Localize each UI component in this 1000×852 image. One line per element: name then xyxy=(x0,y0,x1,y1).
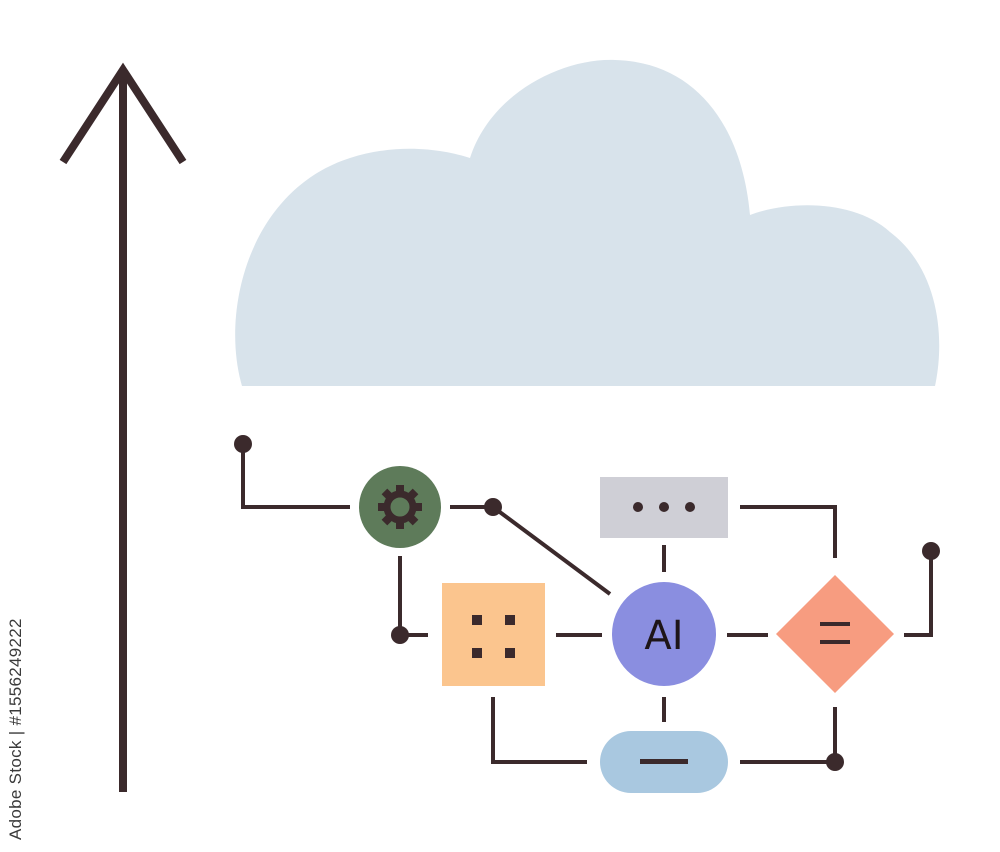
minus-node xyxy=(600,731,728,793)
equals-node xyxy=(776,575,894,693)
connector-dot xyxy=(484,498,502,516)
stock-watermark: Adobe Stock | #1556249222 xyxy=(6,618,25,840)
connector-dot xyxy=(234,435,252,453)
connector-dots xyxy=(234,435,940,771)
ai-node: AI xyxy=(612,582,716,686)
connector-dot xyxy=(391,626,409,644)
gear-node xyxy=(359,466,441,548)
equals-icon xyxy=(820,622,850,644)
connector-dot xyxy=(826,753,844,771)
gear-icon xyxy=(378,485,422,529)
grid-node xyxy=(442,583,545,686)
connector-dot xyxy=(922,542,940,560)
up-arrow-icon xyxy=(59,62,187,792)
four-dots-icon xyxy=(472,615,515,658)
ellipsis-icon xyxy=(633,502,695,512)
ai-label: AI xyxy=(644,613,683,659)
ellipsis-node xyxy=(600,477,728,538)
cloud-icon xyxy=(235,59,940,386)
minus-icon xyxy=(640,759,688,764)
